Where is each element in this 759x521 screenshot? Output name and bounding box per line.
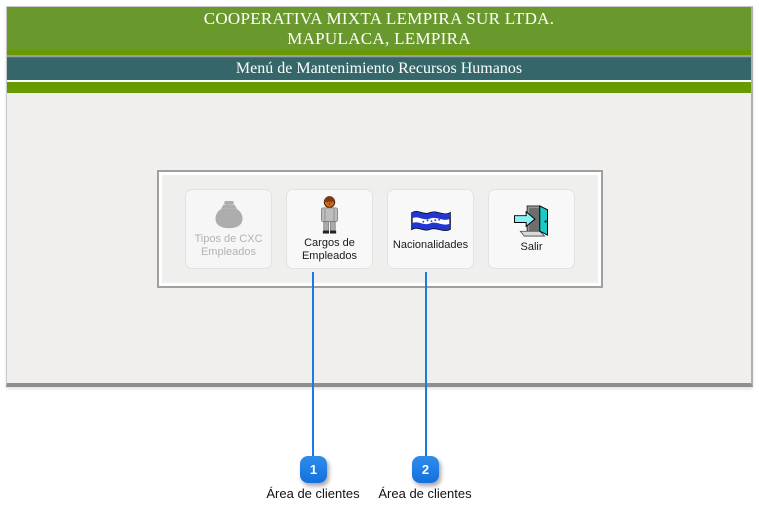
button-label: Cargos de Empleados: [301, 236, 358, 262]
app-title-band: COOPERATIVA MIXTA LEMPIRA SUR LTDA. MAPU…: [7, 7, 751, 55]
cargos-de-empleados-button[interactable]: Cargos de Empleados: [286, 189, 373, 269]
callout-label-2: Área de clientes: [378, 486, 472, 501]
callout-badge-1: 1: [300, 456, 327, 483]
button-label: Tipos de CXC Empleados: [194, 232, 263, 258]
header-separator: [7, 55, 751, 57]
callout-badge-2: 2: [412, 456, 439, 483]
money-bag-icon: [211, 200, 247, 230]
callout-label-1: Área de clientes: [266, 486, 360, 501]
honduras-flag-icon: [410, 207, 452, 236]
menu-subtitle: Menú de Mantenimiento Recursos Humanos: [235, 59, 523, 77]
button-label: Nacionalidades: [392, 238, 469, 251]
button-label: Salir: [520, 240, 543, 253]
menu-subtitle-bar: Menú de Mantenimiento Recursos Humanos: [7, 57, 751, 80]
nacionalidades-button[interactable]: Nacionalidades: [387, 189, 474, 269]
employee-icon: [318, 195, 341, 234]
green-strip: [7, 80, 751, 93]
app-title-line2: MAPULACA, LEMPIRA: [287, 28, 471, 48]
tipos-cxc-empleados-button[interactable]: Tipos de CXC Empleados: [185, 189, 272, 269]
callout-line-1: [312, 272, 314, 457]
callout-line-2: [425, 272, 427, 457]
app-title-line1: COOPERATIVA MIXTA LEMPIRA SUR LTDA.: [203, 8, 555, 28]
salir-button[interactable]: Salir: [488, 189, 575, 269]
app-window: COOPERATIVA MIXTA LEMPIRA SUR LTDA. MAPU…: [6, 6, 753, 387]
exit-door-icon: [512, 204, 552, 238]
button-panel: Tipos de CXC Empleados: [157, 170, 603, 288]
